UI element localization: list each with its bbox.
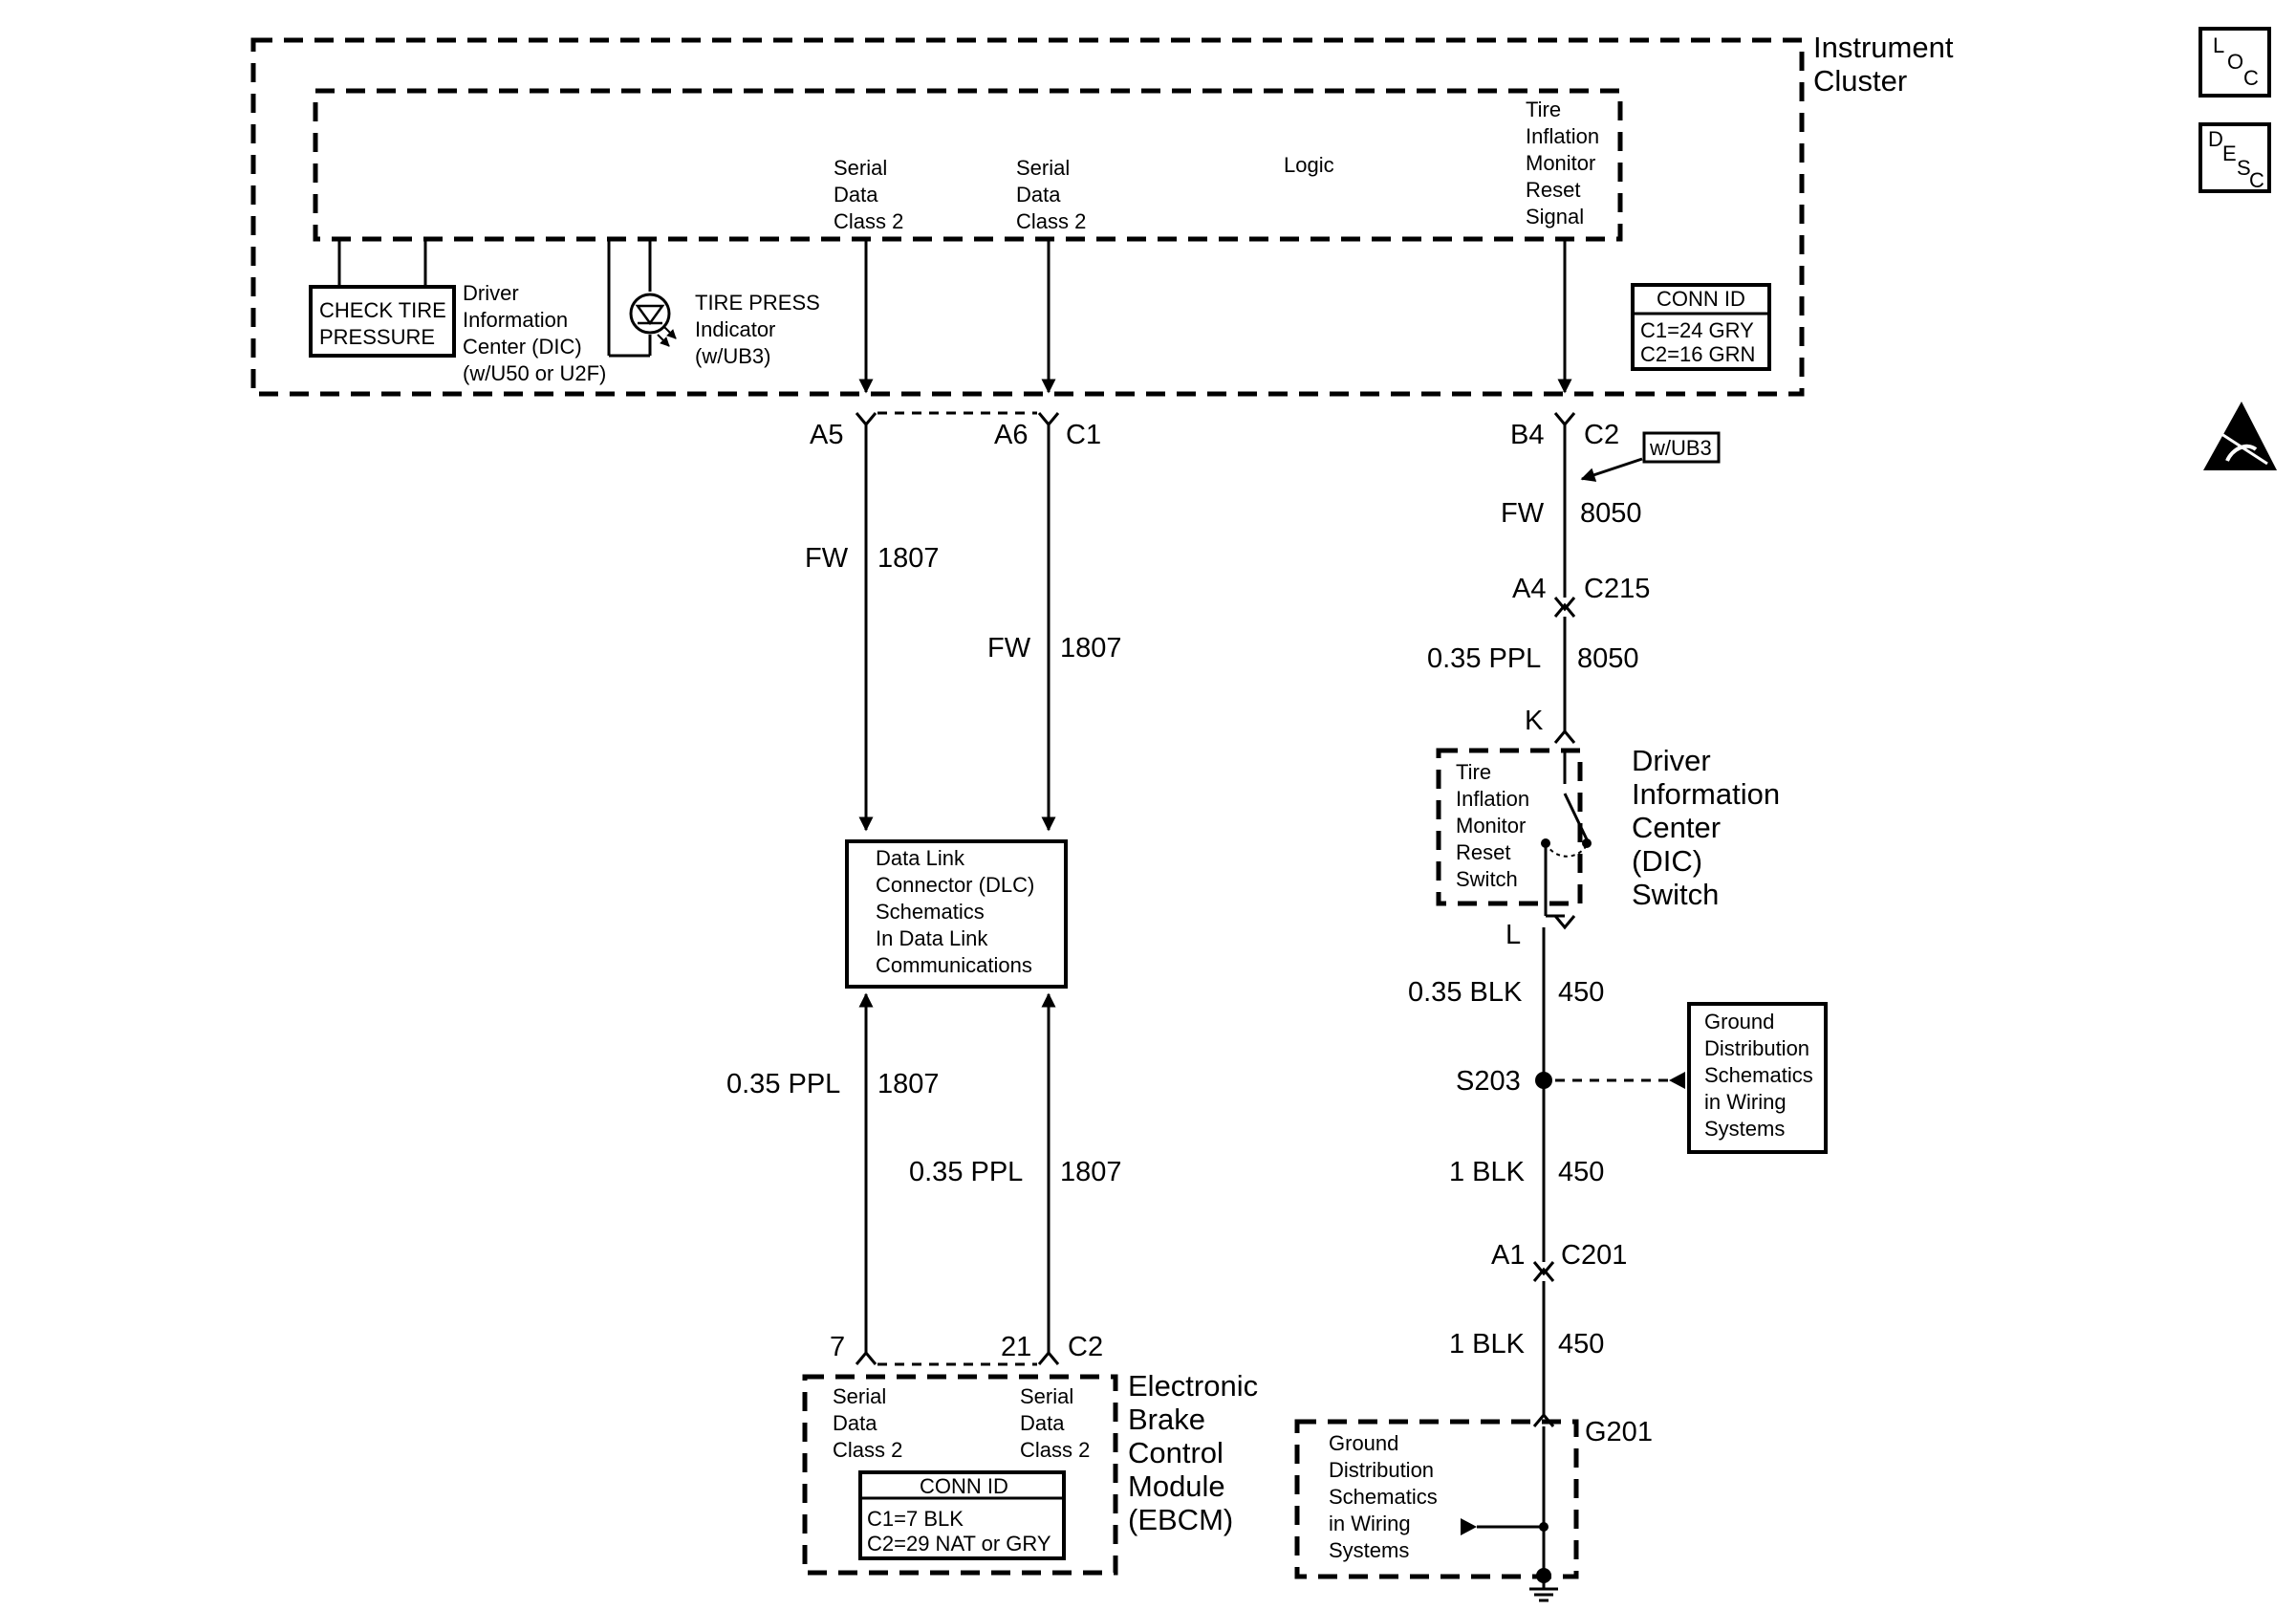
wire4-circuit: 1807 (1060, 1157, 1122, 1187)
pin-a4: A4 (1512, 574, 1546, 604)
pin-21: 21 (1001, 1332, 1031, 1362)
ebcm-serial-label-1: Serial Data Class 2 (833, 1384, 902, 1462)
loc-icon[interactable]: L O C (2199, 27, 2271, 98)
option-ub3: w/UB3 (1649, 436, 1712, 460)
logic-block-outline (313, 88, 1623, 242)
wire3-circuit: 1807 (877, 1069, 940, 1099)
svg-text:CONN ID: CONN ID (920, 1474, 1008, 1498)
svg-text:Data Link Connector (DLC: Data Link Connector (DLC) Schematics In … (876, 846, 1040, 977)
wire2-circuit: 1807 (1060, 633, 1122, 664)
wire-ppl-circuit: 8050 (1577, 643, 1639, 674)
tire-press-indicator-label: TIRE PRESS Indicator (w/UB3) (695, 291, 826, 368)
instrument-cluster-title: Instrument (1813, 31, 1954, 64)
svg-text:D: D (2208, 127, 2223, 151)
esd-warning-icon (2203, 402, 2277, 470)
pin-l: L (1505, 920, 1521, 950)
pin-a6: A6 (994, 420, 1028, 450)
svg-text:L: L (2213, 33, 2224, 57)
ground-g201: G201 (1585, 1417, 1653, 1447)
splice-s203-dot (1535, 1072, 1552, 1089)
instrument-cluster-outline (250, 37, 1805, 397)
wire-1blk-color-2: 1 BLK (1449, 1329, 1526, 1360)
svg-text:C2=29 NAT or GRY: C2=29 NAT or GRY (867, 1532, 1051, 1556)
tire-reset-switch-label: Tire Inflation Monitor Reset Switch (1456, 760, 1535, 891)
dlc-box[interactable]: Data Link Connector (DLC) Schematics In … (845, 839, 1068, 989)
logic-label: Logic (1284, 153, 1334, 177)
svg-text:E: E (2222, 141, 2237, 165)
pin-a1: A1 (1491, 1240, 1525, 1271)
svg-text:O: O (2227, 50, 2243, 74)
pin-a5: A5 (810, 420, 843, 450)
right-reset-wires: B4 C2 w/UB3 FW 8050 A4 C215 0.35 PPL 805… (1294, 241, 1828, 1602)
ebcm-conn-id-box: CONN ID C1=7 BLK C2=29 NAT or GRY (858, 1470, 1066, 1560)
desc-icon[interactable]: D E S C (2199, 122, 2271, 193)
wire-1blk-circuit: 450 (1558, 1157, 1604, 1187)
wire-1blk-color: 1 BLK (1449, 1157, 1526, 1187)
dic-switch-title: Driver Information Center (DIC) Switch (1632, 744, 1788, 911)
dic-switch: Tire Inflation Monitor Reset Switch Driv… (1436, 744, 1788, 911)
ground-distribution-box[interactable]: Ground Distribution Schematics in Wiring… (1687, 1002, 1828, 1154)
dic-description: Driver Information Center (DIC) (w/U50 o… (463, 281, 606, 385)
connector-c2-cluster: C2 (1584, 420, 1619, 450)
ebcm-module: Serial Data Class 2 Serial Data Class 2 … (802, 1369, 1267, 1576)
connector-c201: C201 (1561, 1240, 1627, 1271)
pin-7: 7 (830, 1332, 845, 1362)
wire-fw-color: FW (1501, 498, 1545, 529)
left-serial-wires: A5 A6 C1 FW 1807 FW 1807 0.35 PPL 1807 0… (726, 241, 1122, 1366)
instrument-cluster: Instrument Cluster Serial Data Class 2 S… (250, 31, 1954, 397)
tire-press-indicator-lamp (607, 241, 677, 358)
pin-b4: B4 (1510, 420, 1544, 450)
svg-text:C: C (2243, 66, 2259, 90)
connector-c1: C1 (1066, 420, 1101, 450)
pin-k: K (1525, 706, 1544, 736)
check-tire-pressure-text: CHECK TIRE PRESSURE (319, 298, 452, 349)
wire-1blk-circuit-2: 450 (1558, 1329, 1604, 1360)
ground-symbol-icon (1529, 1577, 1558, 1602)
ground-g201-box: Ground Distribution Schematics in Wiring… (1294, 1419, 1579, 1583)
wire4-color: 0.35 PPL (909, 1157, 1023, 1187)
ground-box-label: Ground Distribution Schematics in Wiring… (1329, 1431, 1443, 1562)
ebcm-serial-label-2: Serial Data Class 2 (1020, 1384, 1090, 1462)
wire-fw-circuit: 8050 (1580, 498, 1642, 529)
svg-text:S: S (2237, 156, 2251, 180)
tire-reset-signal-label: Tire Inflation Monitor Reset Signal (1526, 98, 1605, 228)
svg-text:Ground Distribution: Ground Distribution Schematics in Wiring… (1704, 1010, 1819, 1141)
svg-text:C1=7 BLK: C1=7 BLK (867, 1507, 964, 1531)
serial-data-label-1: Serial Data Class 2 (834, 156, 903, 233)
connector-c215: C215 (1584, 574, 1650, 604)
svg-text:C: C (2249, 168, 2264, 192)
wire1-circuit: 1807 (877, 543, 940, 574)
instrument-cluster-title-2: Cluster (1813, 64, 1907, 98)
wire-blk-circuit: 450 (1558, 977, 1604, 1008)
cluster-conn-id-c2: C2=16 GRN (1640, 342, 1755, 366)
wire1-color: FW (805, 543, 849, 574)
cluster-conn-id-box: CONN ID C1=24 GRY C2=16 GRN (1631, 283, 1771, 371)
check-tire-pressure-display (309, 285, 456, 358)
wire2-color: FW (987, 633, 1031, 664)
cluster-conn-id-c1: C1=24 GRY (1640, 318, 1754, 342)
wire-ppl-color: 0.35 PPL (1427, 643, 1541, 674)
serial-data-label-2: Serial Data Class 2 (1016, 156, 1086, 233)
connector-c2-ebcm: C2 (1068, 1332, 1103, 1362)
ebcm-title: Electronic Brake Control Module (EBCM) (1128, 1369, 1267, 1536)
wire-blk-color: 0.35 BLK (1408, 977, 1523, 1008)
cluster-conn-id-title: CONN ID (1657, 287, 1745, 311)
wire3-color: 0.35 PPL (726, 1069, 840, 1099)
splice-s203: S203 (1456, 1066, 1521, 1097)
